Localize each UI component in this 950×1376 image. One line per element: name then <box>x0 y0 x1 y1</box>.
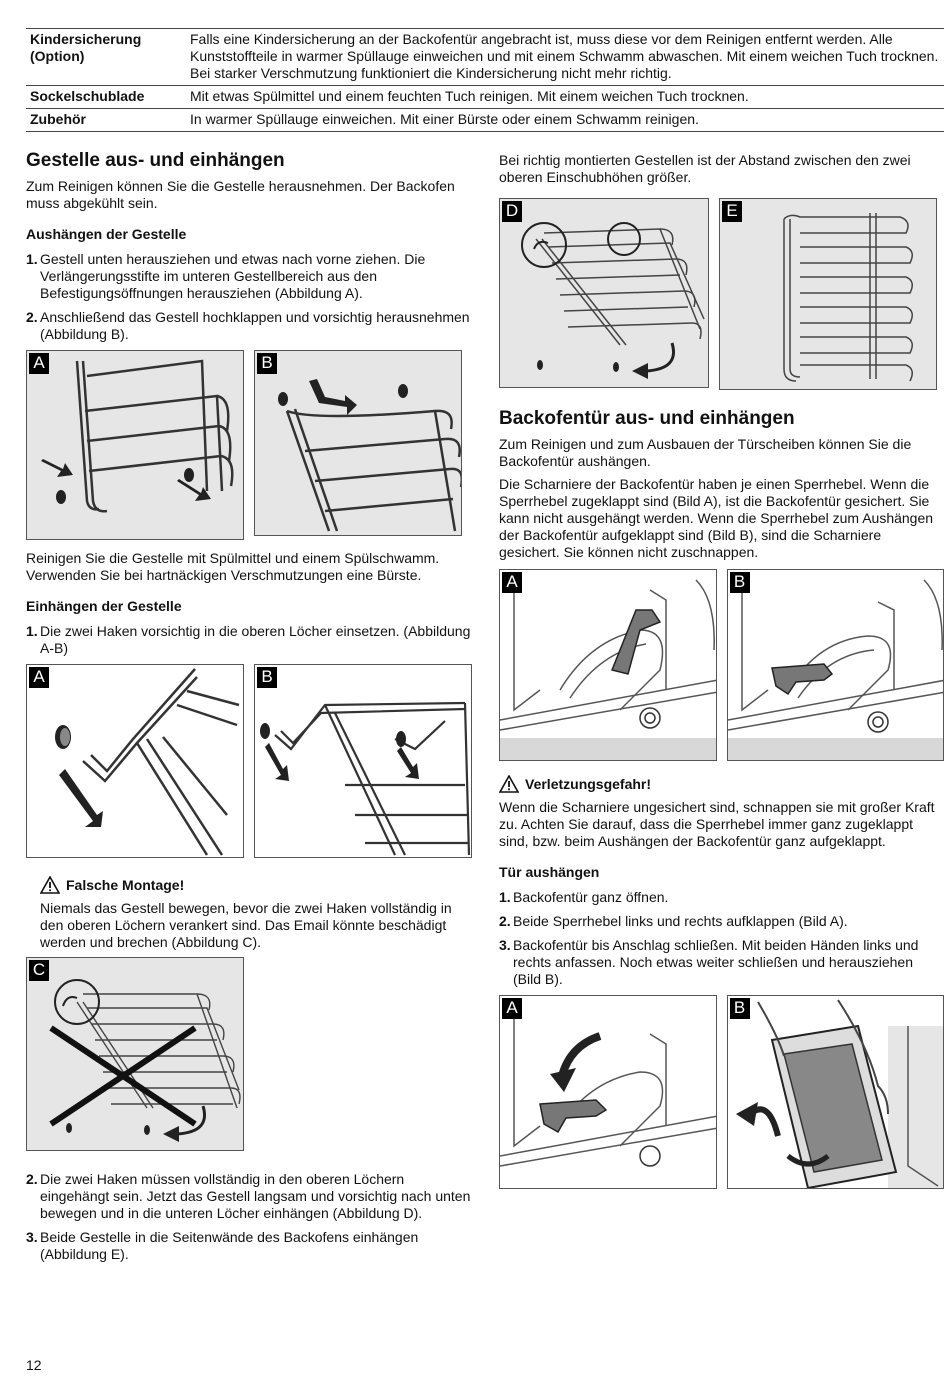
figure-label: B <box>257 353 277 374</box>
warning-title: Falsche Montage! <box>66 876 185 893</box>
lever-illustration <box>500 1006 716 1167</box>
list-item: 3.Beide Gestelle in die Seitenwände des … <box>26 1229 419 1262</box>
figure-label: A <box>502 572 522 593</box>
figure-rack-lower: D <box>499 198 709 388</box>
warning-text: Wenn die Scharniere ungesichert sind, sc… <box>499 799 935 849</box>
warning-heading: Falsche Montage! <box>40 876 472 894</box>
figure-hinge-closed: A <box>499 569 717 761</box>
figure-row: A B <box>26 350 472 540</box>
subheading: Aushängen der Gestelle <box>26 226 187 242</box>
figure-label: A <box>29 353 49 374</box>
figure-label: D <box>502 201 522 222</box>
paragraph: Zum Reinigen und zum Ausbauen der Türsch… <box>499 436 912 469</box>
intro-paragraph: Zum Reinigen können Sie die Gestelle her… <box>26 178 455 211</box>
rack-illustration <box>720 199 936 389</box>
warning-heading: Verletzungsgefahr! <box>499 775 944 793</box>
table-value: Mit etwas Spülmittel und einem feuchten … <box>186 85 944 109</box>
figure-label: A <box>29 667 49 688</box>
hook-illustration <box>55 668 240 856</box>
wrong-mount-illustration <box>27 958 243 1150</box>
figure-row: A B <box>499 995 944 1189</box>
warning-icon <box>499 775 519 793</box>
figure-row: A B <box>26 664 472 858</box>
rack-illustration <box>500 199 708 387</box>
hinge-illustration <box>727 579 944 760</box>
figure-hook-insert-a: A <box>26 664 244 858</box>
rack-illustration <box>27 351 243 539</box>
rack-illustration <box>255 351 461 535</box>
cleaning-table: Kindersicherung (Option) Falls eine Kind… <box>26 28 944 132</box>
list-item: 3.Backofentür bis Anschlag schließen. Mi… <box>499 937 919 987</box>
list-item: 1.Gestell unten herausziehen und etwas n… <box>26 251 426 301</box>
figure-row: A B <box>499 569 944 761</box>
right-column: Bei richtig montierten Gestellen ist der… <box>499 152 944 1199</box>
figure-label: A <box>502 998 522 1019</box>
steps-list: 2.Die zwei Haken müssen vollständig in d… <box>26 1171 472 1263</box>
figure-label: B <box>729 572 750 593</box>
table-key: Kindersicherung (Option) <box>26 28 186 86</box>
table-row: Kindersicherung (Option) Falls eine Kind… <box>26 28 944 86</box>
door-illustration <box>735 999 944 1188</box>
figure-rack-mounted: E <box>719 198 937 390</box>
warning-text: Niemals das Gestell bewegen, bevor die z… <box>40 900 452 950</box>
figure-door-remove: B <box>726 995 944 1189</box>
paragraph: Die Scharniere der Backofentür haben je … <box>499 476 934 560</box>
table-value: In warmer Spüllauge einweichen. Mit eine… <box>186 108 944 132</box>
list-item: 1.Backofentür ganz öffnen. <box>499 889 669 905</box>
hook-illustration <box>260 701 471 856</box>
list-item: 2.Anschließend das Gestell hochklappen u… <box>26 309 470 342</box>
figure-hinge-open: B <box>726 569 944 761</box>
figure-wrong-mount: C <box>26 957 244 1151</box>
table-row: Sockelschublade Mit etwas Spülmittel und… <box>26 85 944 109</box>
list-item: 2.Beide Sperrhebel links und rechts aufk… <box>499 913 848 929</box>
table-key: Sockelschublade <box>26 85 186 109</box>
figure-label: C <box>29 960 49 981</box>
left-column: Gestelle aus- und einhängen Zum Reinigen… <box>26 150 472 1270</box>
warning-icon <box>40 876 60 894</box>
figure-row: C <box>26 957 472 1151</box>
figure-label: B <box>257 667 277 688</box>
steps-list: 1.Gestell unten herausziehen und etwas n… <box>26 251 472 343</box>
page-number: 12 <box>26 1357 42 1373</box>
table-value: Falls eine Kindersicherung an der Backof… <box>186 28 944 86</box>
section-heading: Backofentür aus- und einhängen <box>499 408 795 429</box>
intro-paragraph: Bei richtig montierten Gestellen ist der… <box>499 152 911 185</box>
steps-list: 1.Backofentür ganz öffnen. 2.Beide Sperr… <box>499 889 944 988</box>
table-key: Zubehör <box>26 108 186 132</box>
figure-label: E <box>722 201 742 222</box>
figure-label: B <box>729 998 750 1019</box>
subheading: Einhängen der Gestelle <box>26 598 182 614</box>
warning-title: Verletzungsgefahr! <box>525 775 652 792</box>
figure-rack-pull-out: A <box>26 350 244 540</box>
figure-hook-insert-b: B <box>254 664 472 858</box>
table-row: Zubehör In warmer Spüllauge einweichen. … <box>26 108 944 132</box>
figure-row: D E <box>499 198 944 390</box>
list-item: 1.Die zwei Haken vorsichtig in die obere… <box>26 623 471 656</box>
figure-rack-lift: B <box>254 350 462 536</box>
section-heading: Gestelle aus- und einhängen <box>26 150 285 171</box>
cleaning-paragraph: Reinigen Sie die Gestelle mit Spülmittel… <box>26 550 440 583</box>
subheading: Tür aushängen <box>499 864 600 880</box>
steps-list: 1.Die zwei Haken vorsichtig in die obere… <box>26 623 472 657</box>
hinge-illustration <box>500 579 716 760</box>
figure-lever-open: A <box>499 995 717 1189</box>
list-item: 2.Die zwei Haken müssen vollständig in d… <box>26 1171 471 1221</box>
